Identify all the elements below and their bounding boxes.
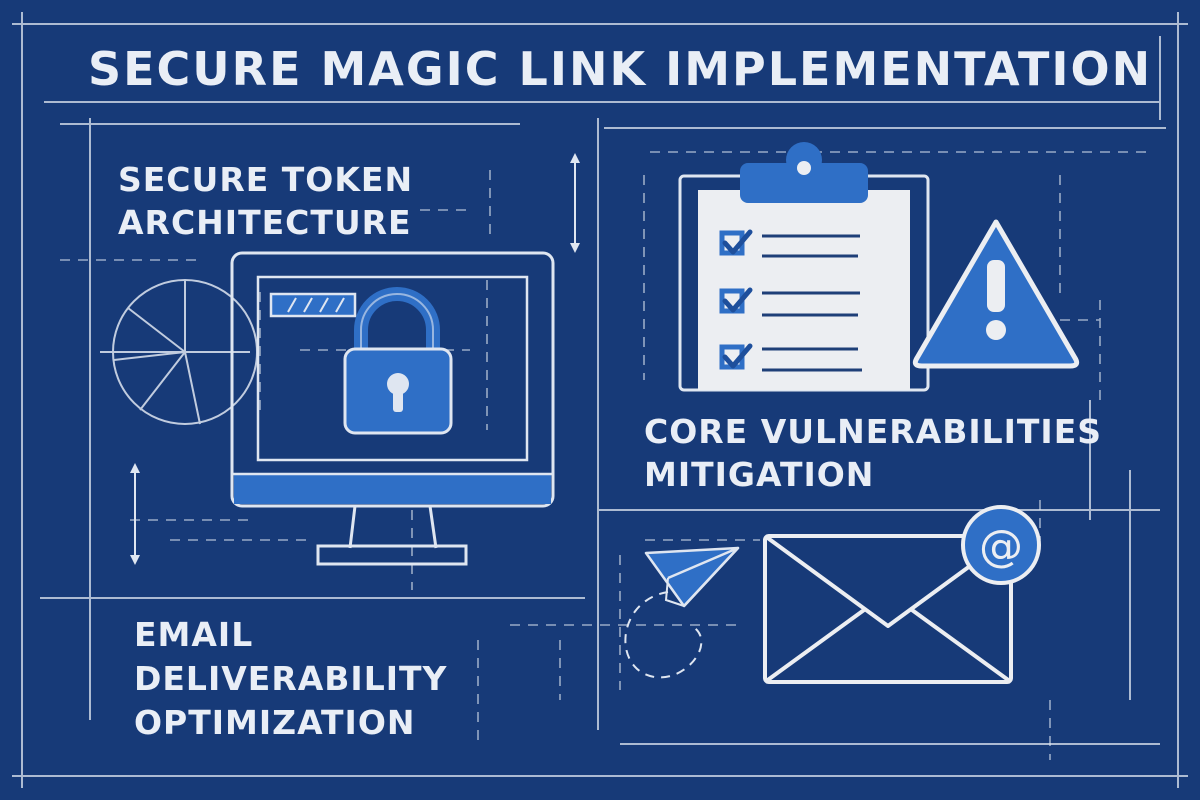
page-title: SECURE MAGIC LINK IMPLEMENTATION [88, 42, 1153, 96]
warning-triangle-icon [912, 219, 1080, 369]
section-label-secure-token: SECURE TOKEN ARCHITECTURE [118, 158, 413, 244]
section-label-line: DELIVERABILITY [134, 659, 448, 698]
dimension-arrows [130, 153, 580, 565]
section-label-core-vulnerabilities: CORE VULNERABILITIES MITIGATION [644, 410, 1102, 496]
section-label-email-deliverability: EMAIL DELIVERABILITY OPTIMIZATION [134, 613, 447, 745]
monitor-icon [230, 251, 555, 566]
svg-text:@: @ [979, 521, 1023, 572]
frame-lines [12, 12, 1188, 788]
section-label-line: CORE VULNERABILITIES [644, 412, 1103, 451]
section-label-line: MITIGATION [644, 455, 875, 494]
section-label-line: EMAIL [134, 615, 254, 654]
section-label-line: ARCHITECTURE [118, 203, 412, 242]
paper-plane-icon [624, 546, 740, 679]
at-sign-icon: @ [961, 505, 1041, 585]
section-label-line: SECURE TOKEN [118, 160, 414, 199]
section-label-line: OPTIMIZATION [134, 703, 416, 742]
padlock-icon [343, 287, 453, 435]
clipboard-checklist-icon [678, 142, 930, 392]
dashed-guides [60, 151, 1150, 760]
